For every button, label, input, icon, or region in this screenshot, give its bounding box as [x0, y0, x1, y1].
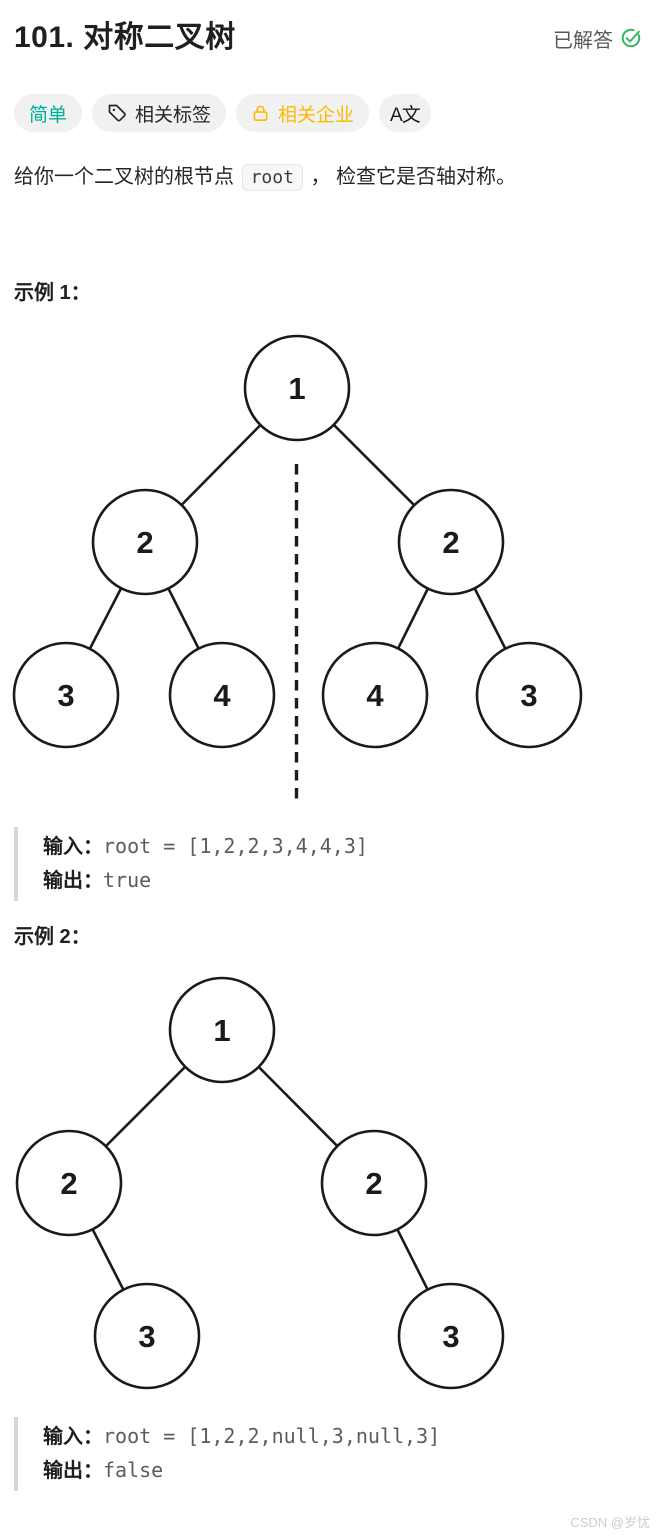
difficulty-badge[interactable]: 简单	[14, 94, 83, 132]
solved-label: 已解答	[553, 29, 613, 52]
example-1-tree-diagram: 1 2 2 3 4 4 3	[0, 331, 656, 809]
related-tags-button[interactable]: 相关标签	[92, 94, 227, 132]
solved-status: 已解答	[553, 24, 642, 53]
example-2-io-block: 输入：root = [1,2,2,null,3,null,3] 输出：false	[14, 1417, 642, 1491]
svg-text:3: 3	[442, 1319, 459, 1354]
svg-text:1: 1	[213, 1013, 230, 1048]
example-2-output-line: 输出：false	[43, 1454, 642, 1488]
related-tags-label: 相关标签	[135, 104, 212, 126]
example-2-tree-diagram: 1 2 2 3 3	[0, 973, 656, 1393]
svg-text:3: 3	[138, 1319, 155, 1354]
problem-description: 给你一个二叉树的根节点 root ， 检查它是否轴对称。	[14, 160, 642, 195]
problem-header: 101. 对称二叉树 已解答	[14, 18, 642, 58]
svg-text:2: 2	[136, 525, 153, 560]
output-label: 输出：	[43, 1460, 103, 1482]
translate-icon: A文	[390, 104, 421, 126]
inline-code-root: root	[241, 164, 303, 191]
svg-text:4: 4	[213, 678, 231, 713]
description-suffix: ， 检查它是否轴对称。	[304, 166, 517, 188]
tag-icon	[108, 104, 126, 122]
example-1-output-line: 输出：true	[43, 864, 642, 898]
difficulty-label: 简单	[29, 104, 68, 126]
check-circle-icon	[621, 28, 641, 48]
svg-text:3: 3	[57, 678, 74, 713]
input-label: 输入：	[43, 1426, 103, 1448]
csdn-watermark: CSDN @岁忧	[570, 1515, 650, 1530]
svg-text:2: 2	[442, 525, 459, 560]
svg-text:2: 2	[60, 1166, 77, 1201]
translate-button[interactable]: A文	[379, 94, 431, 132]
output-label: 输出：	[43, 870, 103, 892]
output-value: false	[103, 1458, 164, 1482]
page-title: 101. 对称二叉树	[14, 21, 236, 54]
input-value: root = [1,2,2,null,3,null,3]	[103, 1424, 441, 1448]
description-prefix: 给你一个二叉树的根节点	[14, 166, 240, 188]
svg-text:1: 1	[288, 371, 305, 406]
example-2-input-line: 输入：root = [1,2,2,null,3,null,3]	[43, 1420, 642, 1454]
example-1-io-block: 输入：root = [1,2,2,3,4,4,3] 输出：true	[14, 827, 642, 901]
input-label: 输入：	[43, 836, 103, 858]
example-1-input-line: 输入：root = [1,2,2,3,4,4,3]	[43, 830, 642, 864]
output-value: true	[103, 868, 152, 892]
svg-text:3: 3	[520, 678, 537, 713]
svg-text:4: 4	[366, 678, 384, 713]
example-1-heading: 示例 1：	[14, 282, 91, 304]
input-value: root = [1,2,2,3,4,4,3]	[103, 834, 368, 858]
related-companies-button[interactable]: 相关企业	[236, 94, 370, 132]
lock-icon	[253, 105, 268, 121]
example-2-heading: 示例 2：	[14, 926, 91, 948]
related-companies-label: 相关企业	[278, 104, 355, 126]
svg-text:2: 2	[365, 1166, 382, 1201]
badge-row: 简单 相关标签 相关企业 A文	[14, 94, 642, 132]
